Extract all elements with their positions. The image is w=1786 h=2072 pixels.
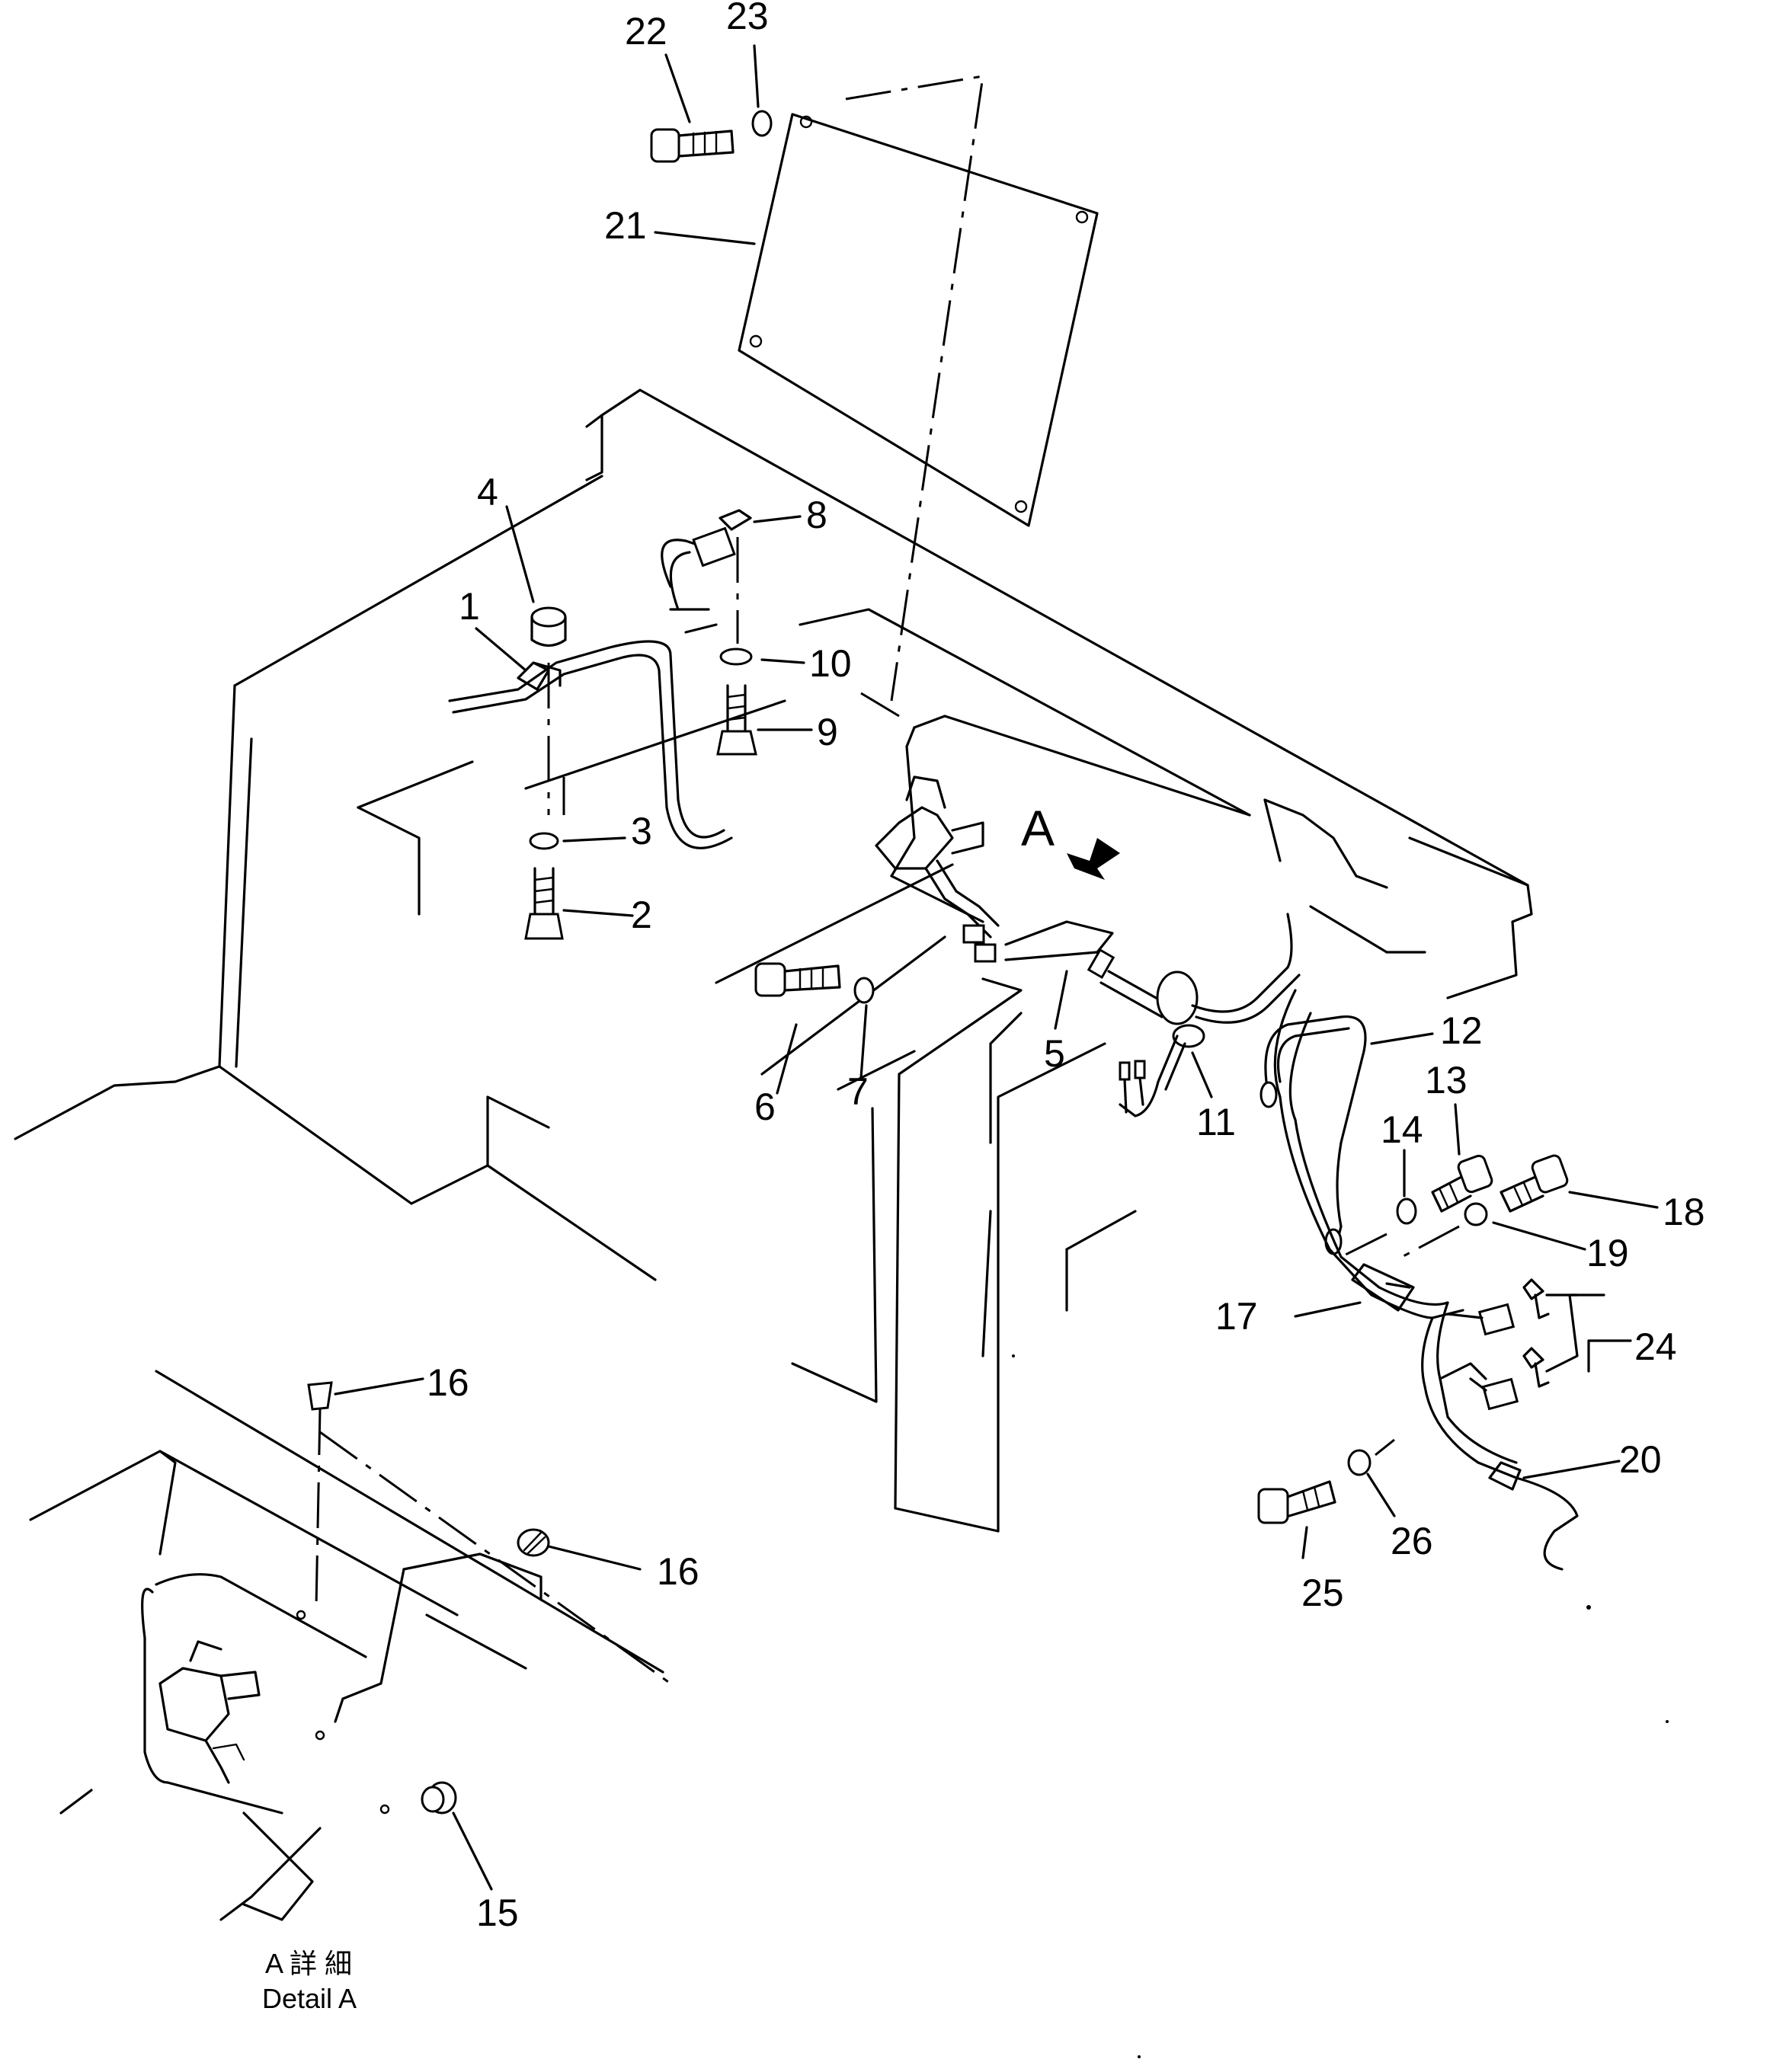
grommet-11 (1119, 1024, 1205, 1118)
switch-assembly (875, 775, 1114, 963)
bolt-25-centerline (1375, 1438, 1395, 1456)
callout-20: 20 (1619, 1438, 1662, 1481)
washer-14 (1396, 1197, 1417, 1225)
washer-19 (1464, 1202, 1488, 1226)
callout-17: 17 (1215, 1295, 1258, 1338)
callout-3: 3 (631, 810, 652, 852)
callout-16b: 16 (657, 1550, 699, 1593)
callout-labels: 22 23 21 4 1 8 10 9 3 2 6 7 5 11 12 13 1… (427, 0, 1705, 1934)
callout-7: 7 (847, 1070, 869, 1113)
detail-a (29, 1370, 671, 1921)
washer-23 (751, 110, 773, 137)
frame-body (14, 388, 1533, 1533)
callout-21: 21 (604, 204, 647, 247)
callout-19: 19 (1586, 1232, 1629, 1274)
detail-caption: A 詳 細 Detail A (262, 1948, 357, 2014)
callout-18: 18 (1663, 1191, 1705, 1233)
washer-7 (853, 977, 875, 1004)
callout-26: 26 (1391, 1520, 1433, 1562)
callout-9: 9 (817, 711, 838, 753)
bolt-13-centerline (1340, 1233, 1388, 1258)
detail-caption-en: Detail A (262, 1983, 357, 2014)
callout-10: 10 (809, 642, 852, 685)
callout-1: 1 (459, 585, 480, 628)
leader-lines (334, 44, 1659, 1891)
callout-14: 14 (1381, 1108, 1423, 1151)
view-marker: A (1021, 800, 1055, 856)
scan-specks (1012, 1354, 1669, 2058)
callout-23: 23 (726, 0, 769, 37)
harness-right (1259, 989, 1579, 1571)
callout-2: 2 (631, 894, 652, 936)
bolt-18-centerline (1401, 1225, 1460, 1258)
bolt-9 (716, 684, 757, 756)
wiring-left (448, 509, 786, 849)
detail-caption-jp: A 詳 細 (265, 1948, 352, 1979)
bolt-6 (754, 962, 841, 997)
bolt-22 (650, 128, 735, 163)
view-arrow-a: A (1021, 800, 1120, 880)
callout-5: 5 (1044, 1032, 1065, 1075)
bolt-18 (1500, 1154, 1569, 1213)
clip-24 (1522, 1278, 1550, 1388)
callout-6: 6 (754, 1086, 776, 1128)
callout-15: 15 (476, 1891, 519, 1934)
callout-4: 4 (477, 471, 498, 513)
washer-26 (1347, 1449, 1372, 1476)
callout-11: 11 (1196, 1101, 1236, 1143)
callout-12: 12 (1440, 1009, 1483, 1052)
callout-8: 8 (806, 494, 827, 536)
callout-16a: 16 (427, 1361, 469, 1404)
callout-13: 13 (1425, 1059, 1468, 1102)
harness-5 (1087, 913, 1301, 1025)
bolt-25 (1257, 1480, 1336, 1524)
callout-25: 25 (1301, 1572, 1344, 1614)
callout-22: 22 (625, 10, 667, 53)
washer-3 (529, 832, 559, 850)
bolt-13 (1431, 1154, 1493, 1213)
washer-10 (719, 648, 753, 666)
cover-plate (738, 75, 1099, 718)
bolt-2 (524, 867, 564, 940)
callout-24: 24 (1634, 1325, 1677, 1368)
